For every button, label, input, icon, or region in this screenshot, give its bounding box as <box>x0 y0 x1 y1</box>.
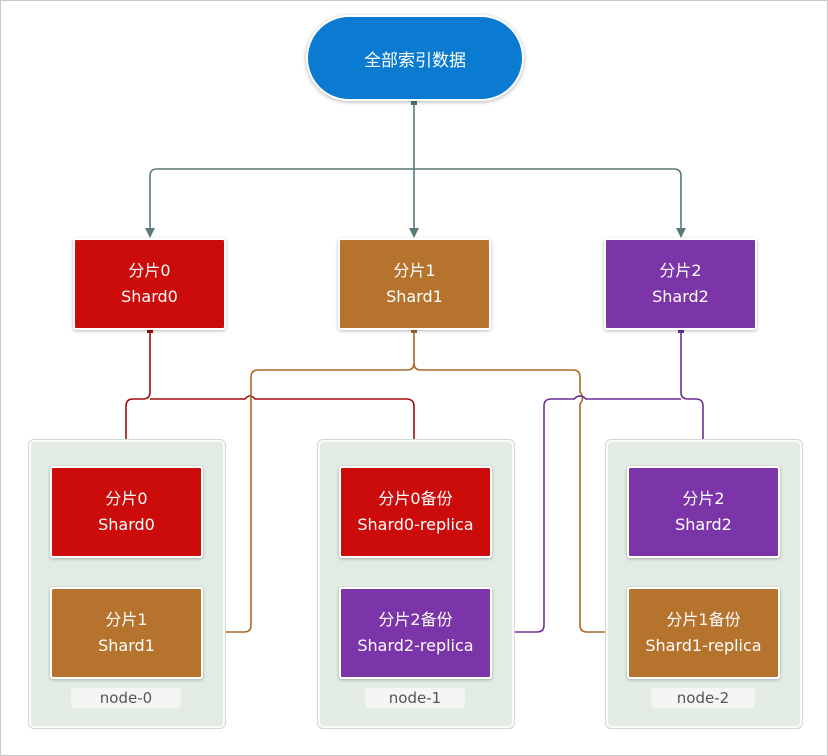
node2-primary-cn-label: 分片2 <box>682 489 725 508</box>
shard0-en-label: Shard0 <box>121 287 178 306</box>
root-to-shard0-connector <box>145 168 414 238</box>
node-2-label: node-2 <box>651 688 755 708</box>
shard1-cn-label: 分片1 <box>393 261 436 280</box>
node0-replica-box: 分片1 Shard1 <box>50 587 203 679</box>
root-all-index-data: 全部索引数据 <box>306 15 524 101</box>
node1-primary-box: 分片0备份 Shard0-replica <box>339 466 492 558</box>
root-to-shard2-connector <box>414 168 686 238</box>
node1-replica-cn-label: 分片2备份 <box>378 610 453 629</box>
shard2-box: 分片2 Shard2 <box>604 238 757 330</box>
node2-replica-box: 分片1备份 Shard1-replica <box>627 587 780 679</box>
node0-primary-box: 分片0 Shard0 <box>50 466 203 558</box>
root-label: 全部索引数据 <box>364 50 466 71</box>
node2-replica-cn-label: 分片1备份 <box>666 610 741 629</box>
node0-primary-cn-label: 分片0 <box>105 489 148 508</box>
node1-replica-en-label: Shard2-replica <box>357 636 474 655</box>
node1-primary-en-label: Shard0-replica <box>357 515 474 534</box>
shard0-box: 分片0 Shard0 <box>73 238 226 330</box>
node0-primary-en-label: Shard0 <box>98 515 155 534</box>
node2-replica-en-label: Shard1-replica <box>645 636 762 655</box>
node2-primary-en-label: Shard2 <box>675 515 732 534</box>
shard2-en-label: Shard2 <box>652 287 709 306</box>
shard1-en-label: Shard1 <box>386 287 443 306</box>
shard2-cn-label: 分片2 <box>659 261 702 280</box>
node-1-label: node-1 <box>365 688 465 708</box>
node0-replica-cn-label: 分片1 <box>105 610 148 629</box>
node1-replica-box: 分片2备份 Shard2-replica <box>339 587 492 679</box>
node-0-label: node-0 <box>71 688 181 708</box>
node1-primary-cn-label: 分片0备份 <box>378 489 453 508</box>
shard1-box: 分片1 Shard1 <box>338 238 491 330</box>
node2-primary-box: 分片2 Shard2 <box>627 466 780 558</box>
node0-replica-en-label: Shard1 <box>98 636 155 655</box>
root-connectors <box>145 99 686 238</box>
shard0-cn-label: 分片0 <box>128 261 171 280</box>
